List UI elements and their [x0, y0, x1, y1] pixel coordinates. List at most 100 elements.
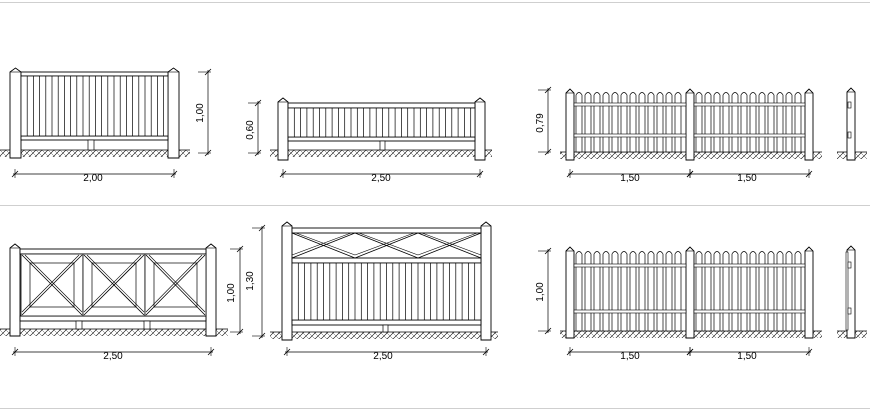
f5-middle-rail — [291, 257, 482, 264]
f3-picket-left-bay — [602, 92, 610, 153]
f6-picket-right-bay — [794, 251, 802, 332]
f6-width-label-right: 1,50 — [737, 351, 757, 362]
f3-picket-left-bay — [647, 92, 655, 153]
f3-height-label: 0,79 — [535, 113, 546, 133]
f5-lattice-brace-a2 — [421, 232, 482, 256]
f6-picket-right-bay — [758, 251, 766, 332]
f4-height-label: 1,00 — [226, 283, 237, 303]
f6-height-dimension-tick-top — [544, 247, 552, 255]
f3-picket-right-bay — [767, 92, 775, 153]
f6-picket-left-bay — [593, 251, 601, 332]
f1-top-rail — [20, 71, 169, 77]
f5-lattice-brace-b — [354, 232, 419, 259]
f4-ground-hatch — [0, 329, 228, 336]
f3-picket-right-bay — [749, 92, 757, 153]
f3-rail-top-right — [693, 102, 806, 107]
f1-center-foot — [87, 139, 95, 151]
f6-picket-left-bay — [584, 251, 592, 332]
middle-separator-line — [0, 205, 870, 206]
f6-rail-top-left — [573, 263, 687, 268]
f3-height-dimension-tick-top — [544, 86, 552, 94]
f3-picket-left-bay — [674, 92, 682, 153]
f6-picket-right-bay — [740, 251, 748, 332]
f5-top-rail — [291, 227, 482, 234]
f3-picket-left-bay — [638, 92, 646, 153]
f3-width-dimension-left-tick-left — [566, 170, 574, 178]
f6-width-dimension-right-tick-right — [805, 348, 813, 356]
f5-lattice-brace-a2 — [295, 232, 356, 256]
f4-post-right — [205, 243, 217, 337]
f3-rail-bottom-right — [693, 133, 806, 138]
f6-rail-bottom-right — [693, 309, 806, 314]
f6-picket-left-bay — [620, 251, 628, 332]
f5-height-label: 1,30 — [245, 271, 256, 291]
f5-lattice-brace-b2 — [417, 232, 478, 256]
f3-picket-right-bay — [794, 92, 802, 153]
f4-panel-brace-b2 — [145, 254, 203, 313]
picket-post-side-view-high — [837, 245, 867, 339]
top-separator-line — [0, 2, 870, 3]
f2-post-left — [277, 97, 289, 161]
f6-post-left — [565, 246, 575, 339]
fence-boards-with-x-top-elevation — [252, 221, 498, 356]
f3-picket-right-bay — [704, 92, 712, 153]
f2-height-dimension-tick-top — [254, 99, 262, 107]
f4-foot-right — [143, 320, 151, 330]
f4-panel-brace-b2 — [83, 254, 142, 313]
f6-picket-right-bay — [713, 251, 721, 332]
f3-picket-right-bay — [785, 92, 793, 153]
f1-post-left — [9, 67, 22, 159]
f1-width-dimension-tick-left — [11, 170, 19, 178]
f1-post-right — [167, 67, 180, 159]
f6-picket-left-bay — [665, 251, 673, 332]
f6-picket-right-bay — [695, 251, 703, 332]
bottom-separator-line — [0, 408, 870, 409]
f4-post-left — [9, 243, 21, 337]
f3-width-dimension-right-tick-left — [686, 170, 694, 178]
f5-lattice-brace-a2 — [358, 232, 419, 256]
f6-picket-right-bay — [776, 251, 784, 332]
f6-width-dimension-left-tick-left — [566, 348, 574, 356]
f3-picket-right-bay — [758, 92, 766, 153]
fence-x-brace-elevation — [0, 243, 244, 356]
f6-picket-left-bay — [629, 251, 637, 332]
f3-rail-top-left — [573, 102, 687, 107]
f4-width-dimension-tick-right — [207, 348, 215, 356]
f6-picket-right-bay — [785, 251, 793, 332]
f6-picket-left-bay — [647, 251, 655, 332]
f3-picket-left-bay — [665, 92, 673, 153]
f5-lattice-brace-b — [417, 232, 482, 259]
f3-picket-left-bay — [611, 92, 619, 153]
f6-picket-left-bay — [638, 251, 646, 332]
f3-picket-right-bay — [776, 92, 784, 153]
f5-post-right — [480, 221, 492, 341]
f2-center-foot — [379, 140, 386, 151]
f4-panel-brace-b — [83, 254, 145, 316]
f6-picket-right-bay — [767, 251, 775, 332]
f2-height-dimension-tick-bottom — [254, 149, 262, 157]
fence-low-vertical-boards-elevation — [248, 97, 492, 178]
f1-height-label: 1,00 — [195, 103, 206, 123]
f6-side-rail-top — [847, 261, 852, 269]
fence-vertical-boards-elevation — [0, 67, 212, 178]
f4-top-rail — [19, 248, 207, 255]
f4-height-dimension-tick-top — [236, 245, 244, 253]
f3-width-dimension-right-tick-right — [805, 170, 813, 178]
f3-picket-left-bay — [575, 92, 583, 153]
f6-picket-right-bay — [722, 251, 730, 332]
f4-width-label: 2,50 — [103, 351, 123, 362]
f1-board-panel — [20, 75, 169, 137]
f1-height-dimension-tick-top — [204, 68, 212, 76]
f3-picket-left-bay — [593, 92, 601, 153]
f2-board-panel — [287, 107, 476, 138]
f2-width-dimension-tick-right — [476, 170, 484, 178]
f4-width-dimension-tick-left — [11, 348, 19, 356]
f3-picket-right-bay — [740, 92, 748, 153]
f6-picket-left-bay — [674, 251, 682, 332]
f4-bottom-rail — [19, 315, 207, 322]
picket-post-side-view — [837, 87, 867, 161]
f6-height-label: 1,00 — [535, 282, 546, 302]
f6-picket-left-bay — [656, 251, 664, 332]
f6-width-dimension-right-tick-left — [686, 348, 694, 356]
f5-bottom-rail — [291, 319, 482, 326]
